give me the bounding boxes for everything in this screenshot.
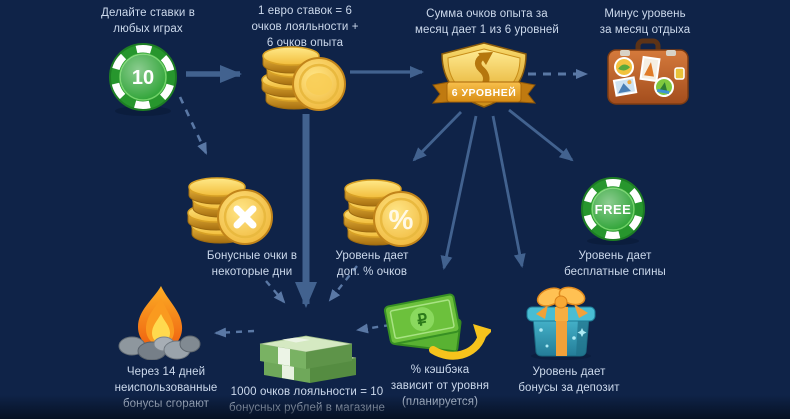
percent-symbol-text: % [389,204,414,235]
cashback-arrow-icon [429,324,491,360]
cashback-icon: ₽ [383,288,491,360]
badge-ribbon-text: 6 УРОВНЕЙ [452,86,517,99]
arrow-badge-to-cashback [440,115,478,270]
gift-box-icon [514,280,608,360]
arrow-cashback-to-money [356,323,391,334]
label-free-spins: Уровень дает бесплатные спины [564,250,666,278]
chip-value-text: 10 [132,67,154,89]
bow [536,286,588,319]
arrow-percent-coins-to-money [328,265,358,302]
x-icon [233,205,257,229]
arrow-money-to-fire [214,327,255,338]
vacation-suitcase-icon [604,38,692,108]
label-bet-chip: Делайте ставки в любых играх [101,7,195,35]
arrow-chip-to-bonus-coins [178,96,208,155]
bonus-coins-x-icon [184,170,276,246]
label-earn-coins: 1 евро ставок = 6 очков лояльности + 6 о… [251,5,359,49]
label-bonus-days: Бонусные очки в некоторые дни [206,250,298,278]
levels-badge-icon: 6 УРОВНЕЙ [428,40,540,112]
ruble-bill: ₽ [383,293,461,345]
travel-stickers [612,55,685,97]
arrow-badge-to-gift [491,115,526,268]
label-cashback: % кэшбэка зависит от уровня (планируется… [390,364,490,408]
money-bundles-icon [254,332,358,384]
label-vacation-case: Минус уровень за месяц отдыха [599,8,691,36]
stones [118,335,201,360]
poker-chip-icon: 10 [105,40,181,116]
label-burn-bonuses: Через 14 дней неиспользованные бонусы сг… [114,366,218,410]
bonfire-icon [117,284,203,360]
coins-stack-icon [258,40,350,112]
arrow-badge-to-free-chip [508,108,574,162]
chip-value-text: FREE [595,202,632,217]
arrow-badge-to-percent-coins [412,111,463,162]
free-spins-chip-icon: FREE [578,175,648,245]
label-deposit-gift: Уровень дает бонусы за депозит [518,366,620,394]
label-shop-money: 1000 очков лояльности = 10 бонусных рубл… [228,386,386,414]
ruble-symbol-text: ₽ [416,311,429,330]
percent-coins-icon: % [340,172,432,248]
arrow-bonus-coins-to-money [265,280,286,304]
sparkles [539,328,587,348]
label-level-percent: Уровень дает доп. % очков [335,250,409,278]
label-levels-badge: Сумма очков опыта за месяц дает 1 из 6 у… [415,8,559,36]
